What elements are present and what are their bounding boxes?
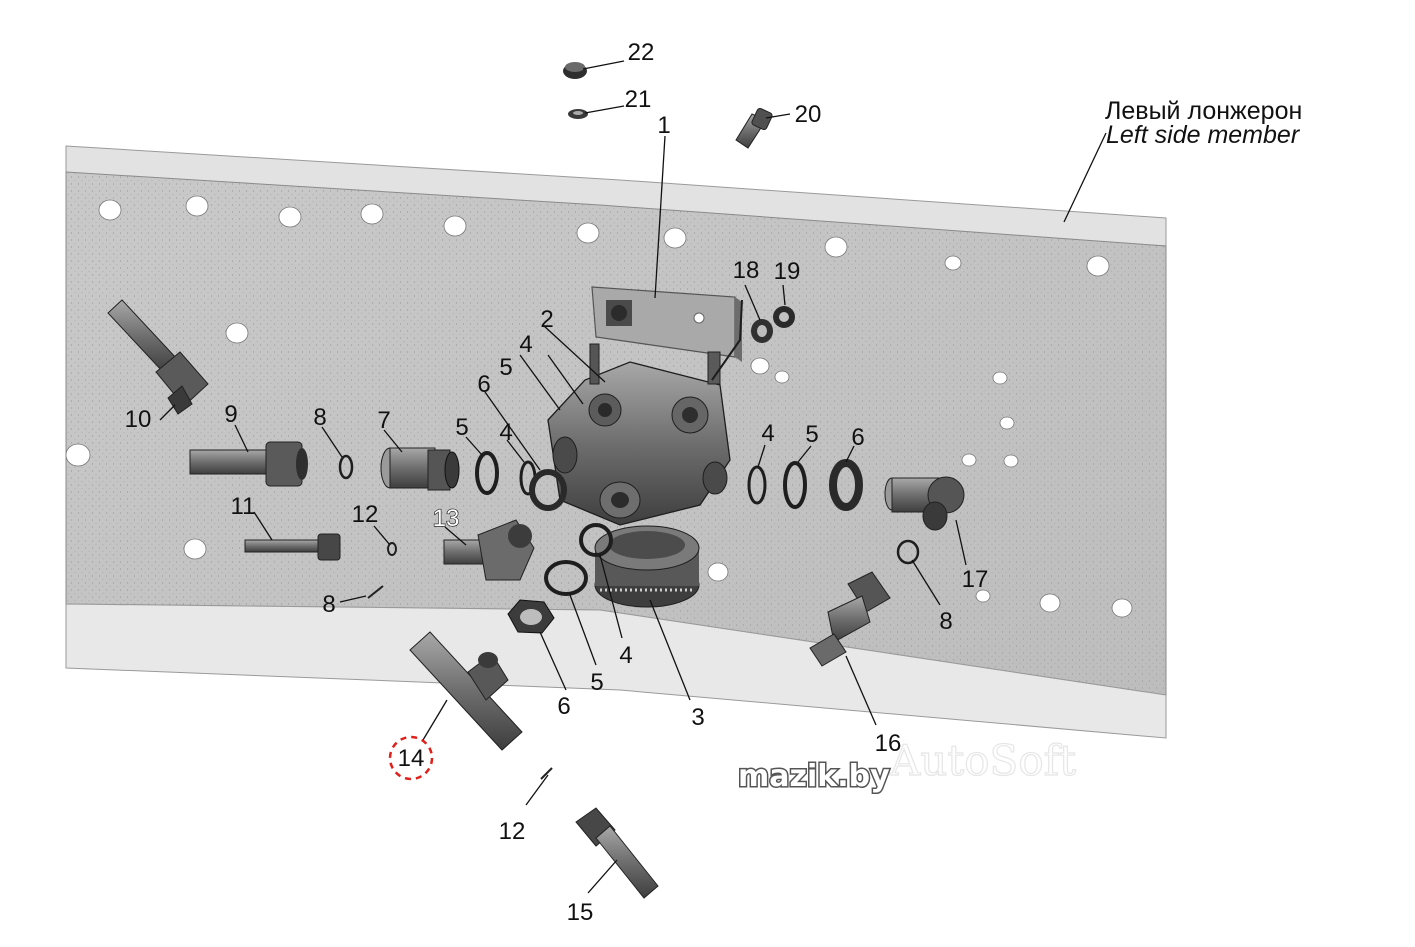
- ring-seal-group: [338, 451, 920, 596]
- hole: [750, 357, 770, 375]
- hole: [992, 371, 1008, 385]
- callout-6: 6: [477, 371, 490, 398]
- hole: [576, 222, 600, 244]
- callout-18: 18: [733, 257, 760, 284]
- hole: [443, 215, 467, 237]
- callout-12: 12: [499, 818, 526, 845]
- callout-2: 2: [540, 306, 553, 333]
- highlight-circle-14: [388, 735, 434, 781]
- ring-5-right: [783, 461, 807, 509]
- callout-5: 5: [805, 421, 818, 448]
- callout-17: 17: [962, 566, 989, 593]
- part-union-7: [380, 447, 460, 491]
- watermark-faint: AutoSoft: [889, 736, 1076, 785]
- part-bolt-20: [735, 107, 773, 149]
- hole: [1086, 255, 1110, 277]
- hole: [824, 236, 848, 258]
- part-hexnut-6: [507, 599, 555, 634]
- part-bracket-1: [591, 286, 742, 362]
- callout-4: 4: [519, 331, 532, 358]
- hole: [360, 203, 384, 225]
- hole: [225, 322, 249, 344]
- callout-8: 8: [322, 591, 335, 618]
- part-washer-21: [568, 109, 588, 119]
- callout-5: 5: [499, 354, 512, 381]
- callout-21: 21: [625, 86, 652, 113]
- part-fitting-10: [107, 299, 209, 415]
- part-housing-3: [594, 525, 700, 608]
- callout-14: 14: [398, 745, 425, 772]
- hole: [944, 255, 962, 271]
- hole: [999, 416, 1015, 430]
- part-pin-12: [540, 767, 553, 780]
- hole: [185, 195, 209, 217]
- part-pin-8: [367, 585, 384, 599]
- callout-4: 4: [619, 642, 632, 669]
- hole: [65, 443, 91, 467]
- ring-8-left: [338, 454, 354, 480]
- hole: [663, 227, 687, 249]
- ring-4-right: [747, 465, 767, 505]
- callout-9: 9: [224, 401, 237, 428]
- ring-6-left: [529, 469, 567, 511]
- part-washer-18: [751, 319, 773, 343]
- watermark-site: mazik.by: [738, 759, 890, 794]
- ring-4-bottom: [579, 523, 613, 557]
- ring-5-bottom: [544, 560, 588, 596]
- part-nut-22: [563, 62, 587, 79]
- rail-top-flange: [65, 145, 1167, 247]
- part-valve-body-2: [547, 299, 743, 526]
- callout-20: 20: [795, 101, 822, 128]
- hole: [1003, 454, 1019, 468]
- callout-8: 8: [939, 608, 952, 635]
- callout-3: 3: [691, 704, 704, 731]
- ring-6-right: [829, 459, 863, 511]
- callout-6: 6: [851, 424, 864, 451]
- callout-10: 10: [125, 406, 152, 433]
- hole: [774, 370, 790, 384]
- callout-6: 6: [557, 693, 570, 720]
- part-tee-14: [409, 631, 523, 751]
- leader-lines: [159, 60, 1107, 894]
- callout-labels: 1 2 3 4 4 4 4 5 5 5 5 6 6 6 6 7 8 8 8 9 …: [125, 39, 989, 926]
- ring-12-left: [387, 542, 397, 556]
- callout-4: 4: [761, 420, 774, 447]
- part-washer-19: [773, 306, 795, 328]
- member-label-ru: Левый лонжерон: [1105, 97, 1302, 125]
- rail-bottom-flange: [65, 603, 1167, 739]
- callout-22: 22: [628, 39, 655, 66]
- part-elbow-17: [884, 476, 965, 531]
- callout-19: 19: [774, 258, 801, 285]
- callout-5: 5: [590, 669, 603, 696]
- hole: [183, 538, 207, 560]
- callout-15: 15: [567, 899, 594, 926]
- part-fitting-16: [809, 571, 891, 667]
- callout-8: 8: [313, 404, 326, 431]
- hole: [1111, 598, 1133, 618]
- hole: [278, 206, 302, 228]
- callout-7: 7: [377, 407, 390, 434]
- callout-16: 16: [875, 730, 902, 757]
- hole: [961, 453, 977, 467]
- callout-13: 13: [433, 505, 460, 532]
- part-fitting-9: [189, 441, 308, 487]
- hole: [707, 562, 729, 582]
- member-label-en: Left side member: [1106, 121, 1301, 149]
- callout-4: 4: [499, 419, 512, 446]
- callout-5: 5: [455, 414, 468, 441]
- callout-12: 12: [352, 501, 379, 528]
- ring-5-left: [475, 451, 499, 495]
- rail-holes: [65, 195, 1133, 618]
- part-bolt-11: [244, 533, 341, 561]
- hole: [98, 199, 122, 221]
- part-elbow-13: [443, 519, 535, 581]
- callout-1: 1: [657, 112, 670, 139]
- hole: [975, 589, 991, 603]
- ring-8-right: [896, 539, 920, 565]
- part-bolt-15: [575, 807, 659, 899]
- hole: [1039, 593, 1061, 613]
- callout-11: 11: [231, 493, 256, 520]
